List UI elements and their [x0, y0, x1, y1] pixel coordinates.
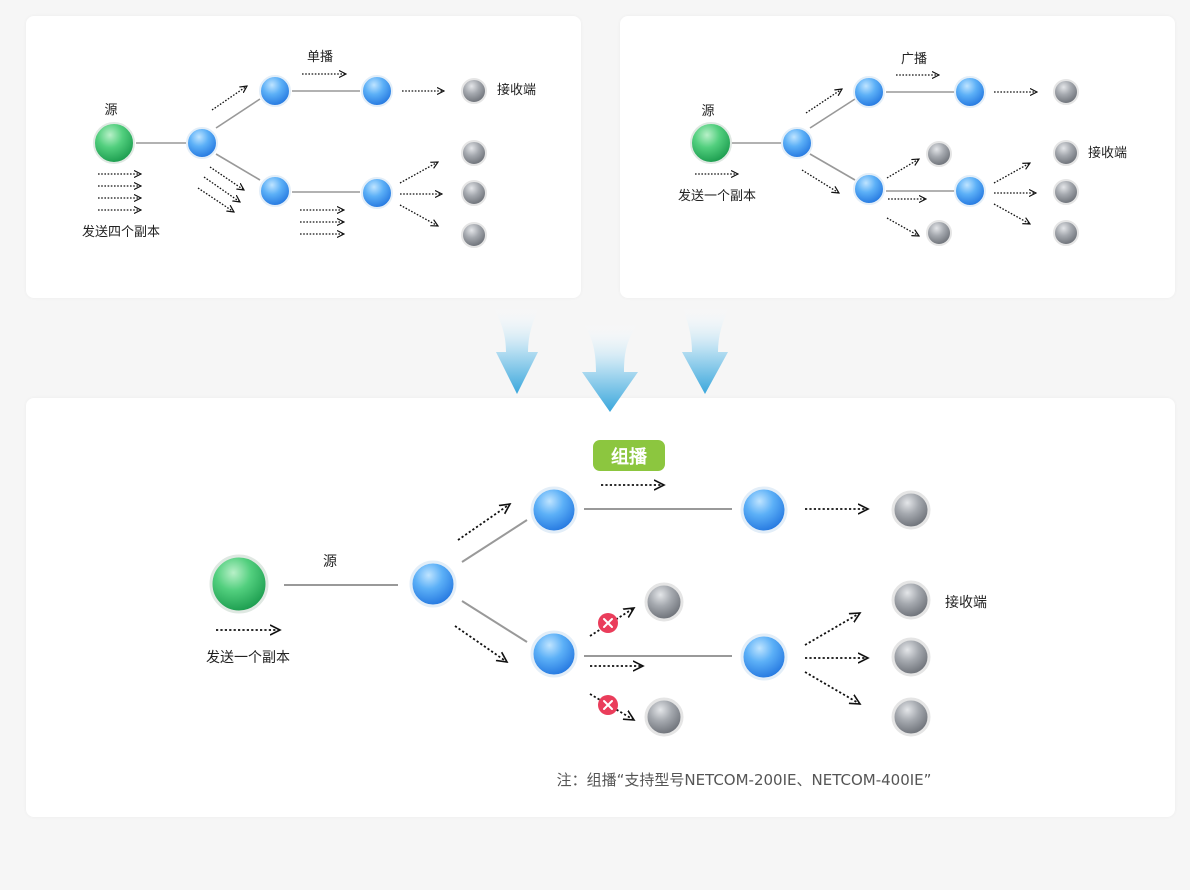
unicast-packets [98, 74, 444, 234]
broadcast-receiver-node [1053, 179, 1079, 205]
multicast-title: 组播 [611, 446, 648, 468]
unicast-links [136, 90, 360, 193]
broadcast-router-node [781, 127, 813, 159]
multicast-receiver-node [891, 490, 931, 530]
multicast-router-node [530, 486, 578, 534]
broadcast-receiver-node [926, 220, 952, 246]
multicast-blocked-host-node [644, 697, 684, 737]
broadcast-packets [695, 75, 1037, 236]
blocked-x-icon [598, 613, 618, 633]
unicast-source-node [93, 122, 135, 164]
multicast-router-node [740, 633, 788, 681]
unicast-receiver-node [461, 140, 487, 166]
unicast-router-node [361, 75, 393, 107]
multicast-source-node [209, 554, 269, 614]
multicast-receiver-label: 接收端 [945, 594, 987, 611]
unicast-copies-label: 发送四个副本 [82, 224, 160, 240]
broadcast-receiver-node [1053, 140, 1079, 166]
unicast-router-node [259, 175, 291, 207]
broadcast-title: 广播 [901, 52, 927, 67]
broadcast-router-node [954, 175, 986, 207]
broadcast-receiver-node [926, 141, 952, 167]
multicast-title-badge: 组播 [593, 440, 665, 471]
multicast-copies-label: 发送一个副本 [206, 650, 290, 666]
unicast-router-node [259, 75, 291, 107]
flow-arrow-left [492, 306, 540, 394]
broadcast-copies-label: 发送一个副本 [678, 188, 756, 204]
multicast-receiver-node [891, 697, 931, 737]
broadcast-receiver-node [1053, 79, 1079, 105]
flow-arrow-right [682, 306, 730, 394]
unicast-title: 单播 [307, 50, 333, 65]
unicast-diagram: 单播 源 发送四个副本 接收端 [82, 50, 536, 248]
multicast-diagram: 组播 源 发送一个副本 接收端 注：组播“支持型号NETCOM-200IE、NE… [206, 440, 987, 789]
multicast-blocked-host-node [644, 582, 684, 622]
unicast-router-node [361, 177, 393, 209]
broadcast-receiver-node [1053, 220, 1079, 246]
broadcast-router-node [853, 173, 885, 205]
unicast-receiver-node [461, 78, 487, 104]
broadcast-source-label: 源 [701, 104, 714, 119]
broadcast-diagram: 广播 源 发送一个副本 接收端 [678, 52, 1127, 246]
multicast-router-node [409, 560, 457, 608]
broadcast-receiver-label: 接收端 [1088, 145, 1127, 161]
multicast-links [284, 508, 732, 657]
multicast-router-node [740, 486, 788, 534]
multicast-packets [216, 485, 868, 720]
broadcast-router-node [954, 76, 986, 108]
unicast-receiver-node [461, 222, 487, 248]
unicast-receiver-node [461, 180, 487, 206]
multicast-receiver-node [891, 637, 931, 677]
broadcast-source-node [690, 122, 732, 164]
broadcast-router-node [853, 76, 885, 108]
flow-arrow-center [582, 322, 640, 412]
unicast-router-node [186, 127, 218, 159]
unicast-receiver-label: 接收端 [497, 82, 536, 98]
flow-arrows [492, 306, 730, 412]
broadcast-links [731, 91, 955, 192]
multicast-router-node [530, 630, 578, 678]
blocked-x-icon [598, 695, 618, 715]
multicast-receiver-node [891, 580, 931, 620]
multicast-note: 注：组播“支持型号NETCOM-200IE、NETCOM-400IE” [557, 771, 932, 789]
multicast-source-label: 源 [323, 554, 337, 570]
unicast-source-label: 源 [104, 103, 117, 118]
